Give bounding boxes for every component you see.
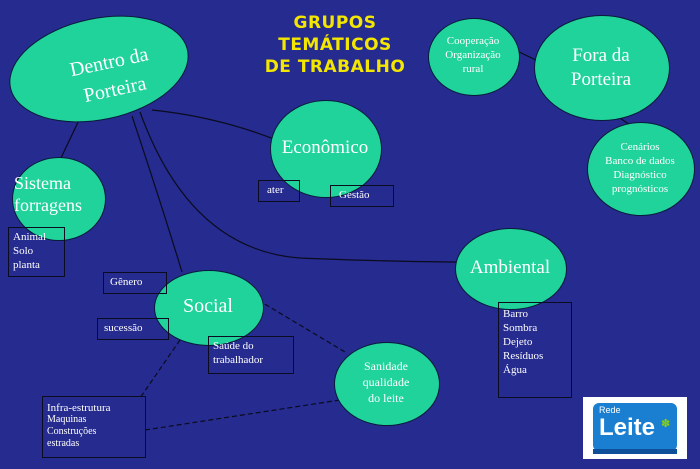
cooperacao-line-1: Cooperação xyxy=(446,35,500,47)
ambiental-item-residuos: Resíduos xyxy=(503,350,544,362)
connector-dentro-ambiental xyxy=(139,111,459,263)
cooperacao-line-3: rural xyxy=(462,63,484,75)
infra-line-1: Infra-estrutura xyxy=(47,402,111,414)
rede-leite-logo: Rede Leite ✽ xyxy=(583,397,687,459)
node-sanidade[interactable] xyxy=(334,342,440,426)
ambiental-item-agua: Água xyxy=(503,364,527,376)
cenarios-line-2: Banco de dados xyxy=(605,155,675,167)
box-gestao: Gestão xyxy=(330,185,394,207)
node-fora-da-porteira-label: Fora da Porteira xyxy=(534,44,668,92)
animal-line-1: Animal xyxy=(13,231,46,243)
box-gestao-text: Gestão xyxy=(339,189,370,201)
leaf-icon: ✽ xyxy=(661,417,671,430)
infra-line-4: estradas xyxy=(47,438,80,449)
title-line-1: GRUPOS xyxy=(293,13,377,33)
node-ambiental[interactable] xyxy=(455,228,567,310)
saude-line-2: trabalhador xyxy=(213,354,264,366)
box-saude: Saúde do trabalhador xyxy=(208,336,294,374)
sistema-line-1: Sistema xyxy=(14,173,71,193)
animal-line-2: Solo xyxy=(13,245,34,257)
infra-line-2: Maquinas xyxy=(47,414,87,425)
box-ater-text: ater xyxy=(267,184,284,196)
node-cooperacao-label: Cooperação Organização rural xyxy=(428,34,518,76)
animal-line-3: planta xyxy=(13,259,40,271)
sistema-line-2: forragens xyxy=(14,195,82,215)
node-fora-da-porteira[interactable] xyxy=(534,15,670,121)
fora-line-1: Fora da xyxy=(572,45,630,66)
sanidade-line-3: do leite xyxy=(368,391,404,405)
node-social[interactable] xyxy=(154,270,264,346)
ambiental-item-dejeto: Dejeto xyxy=(503,336,533,348)
sanidade-line-1: Sanidade xyxy=(364,359,408,373)
box-genero-text: Gênero xyxy=(110,276,143,288)
node-ambiental-label: Ambiental xyxy=(469,257,551,278)
logo-strip xyxy=(593,449,677,454)
fora-line-2: Porteira xyxy=(570,69,632,90)
node-economico-label: Econômico xyxy=(281,137,369,158)
node-economico[interactable] xyxy=(270,100,382,198)
connector-social-infra xyxy=(139,339,181,399)
sanidade-line-2: qualidade xyxy=(362,375,410,389)
logo-small-text: Rede xyxy=(599,405,621,415)
node-cooperacao[interactable] xyxy=(428,18,520,96)
saude-line-1: Saúde do xyxy=(213,340,254,352)
ambiental-item-sombra: Sombra xyxy=(503,322,538,334)
ambiental-item-barro: Barro xyxy=(503,308,529,320)
diagram-title: GRUPOS TEMÁTICOS DE TRABALHO xyxy=(235,12,435,78)
box-ambiental-list: Barro Sombra Dejeto Resíduos Água xyxy=(498,302,572,398)
logo-big-text: Leite xyxy=(599,414,656,441)
connector-dentro-social xyxy=(131,115,183,273)
cenarios-line-3: Diagnóstico xyxy=(613,169,667,181)
infra-line-3: Construções xyxy=(47,426,97,437)
logo-badge: Rede Leite ✽ xyxy=(593,403,677,451)
node-cenarios-label: Cenários Banco de dados Diagnóstico prog… xyxy=(587,140,693,196)
connector-social-sanidade xyxy=(257,299,346,353)
cenarios-line-4: prognósticos xyxy=(611,183,669,195)
node-cenarios[interactable] xyxy=(587,122,695,216)
node-sistema-forragens-label: Sistema forragens xyxy=(6,172,118,216)
connector-infra-sanidade xyxy=(144,399,341,431)
node-social-label: Social xyxy=(183,295,233,317)
box-sucessao: sucessão xyxy=(97,318,169,340)
box-infra-estrutura: Infra-estrutura Maquinas Construções est… xyxy=(42,396,146,458)
connector-dentro-sistema xyxy=(59,117,81,161)
box-sucessao-text: sucessão xyxy=(104,322,143,334)
cenarios-line-1: Cenários xyxy=(620,141,660,153)
box-genero: Gênero xyxy=(103,272,167,294)
box-animal: Animal Solo planta xyxy=(8,227,65,277)
box-ater: ater xyxy=(258,180,300,202)
node-sanidade-label: Sanidade qualidade do leite xyxy=(334,358,438,406)
title-line-3: DE TRABALHO xyxy=(264,57,406,77)
title-line-2: TEMÁTICOS xyxy=(278,35,392,55)
cooperacao-line-2: Organização xyxy=(445,49,501,61)
